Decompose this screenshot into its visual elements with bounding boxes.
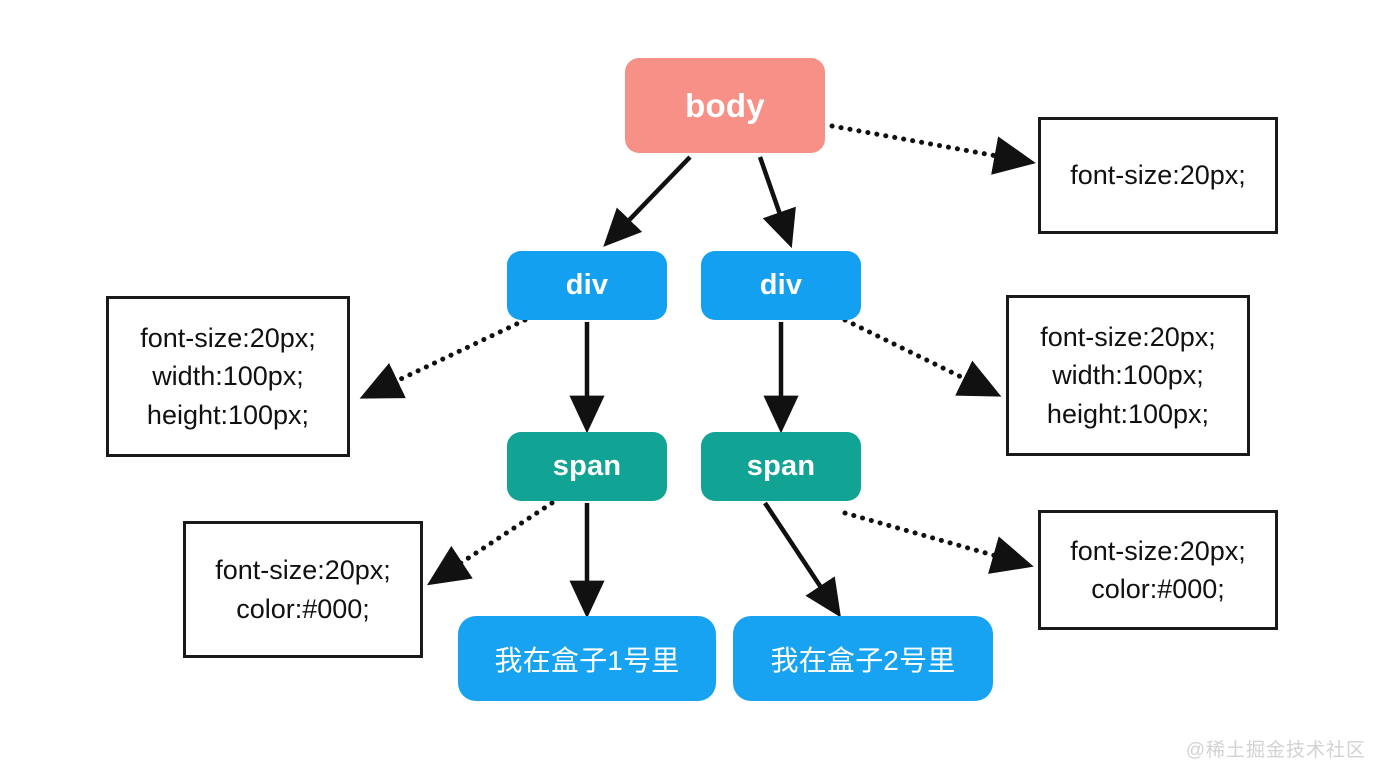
annotation-line: width:100px; [1052,360,1204,391]
annotation-div-left-style: font-size:20px; width:100px; height:100p… [106,296,350,457]
edge-span-right-to-annotation [842,510,1034,574]
node-text-box-2[interactable]: 我在盒子2号里 [733,616,993,701]
annotation-span-left-style: font-size:20px; color:#000; [183,521,423,658]
edge-div-right-to-annotation [842,317,1002,397]
node-body[interactable]: body [625,58,825,153]
annotation-line: font-size:20px; [140,323,316,353]
edge-body-to-div-left [603,155,692,247]
annotation-body-style: font-size:20px; [1038,117,1278,234]
node-text-box-1-label: 我在盒子1号里 [494,644,680,676]
node-span-left[interactable]: span [507,432,667,501]
node-span-right[interactable]: span [701,432,861,501]
annotation-div-right-style: font-size:20px; width:100px; height:100p… [1006,295,1250,456]
annotation-line: font-size:20px; [1070,160,1246,191]
annotation-line: font-size:20px; [215,555,391,586]
edge-span-right-to-text-right [763,501,841,618]
node-div-right[interactable]: div [701,251,861,320]
annotation-line: font-size:20px; [1070,535,1246,566]
node-text-box-1[interactable]: 我在盒子1号里 [458,616,716,701]
annotation-span-right-style: font-size:20px; color:#000; [1038,510,1278,630]
node-div-left-label: div [565,269,609,301]
annotation-line: height:100px; [1046,398,1210,429]
annotation-line: width:100px; [152,361,304,392]
node-body-label: body [685,86,765,124]
node-text-box-2-label: 我在盒子2号里 [770,644,956,676]
node-span-right-label: span [746,450,816,482]
watermark: @稀土掘金技术社区 [1185,740,1366,761]
annotation-line: color:#000; [236,593,370,624]
annotation-line: color:#000; [1091,574,1225,604]
node-div-left[interactable]: div [507,251,667,320]
annotation-line: font-size:20px; [1040,322,1216,352]
node-div-right-label: div [759,269,803,301]
annotation-line: height:100px; [146,399,310,430]
edge-body-to-annotation [829,123,1036,175]
edge-div-left-to-annotation [359,317,528,399]
edge-span-left-to-annotation [426,500,555,586]
edge-body-to-div-right [757,156,796,249]
node-span-left-label: span [552,450,622,482]
